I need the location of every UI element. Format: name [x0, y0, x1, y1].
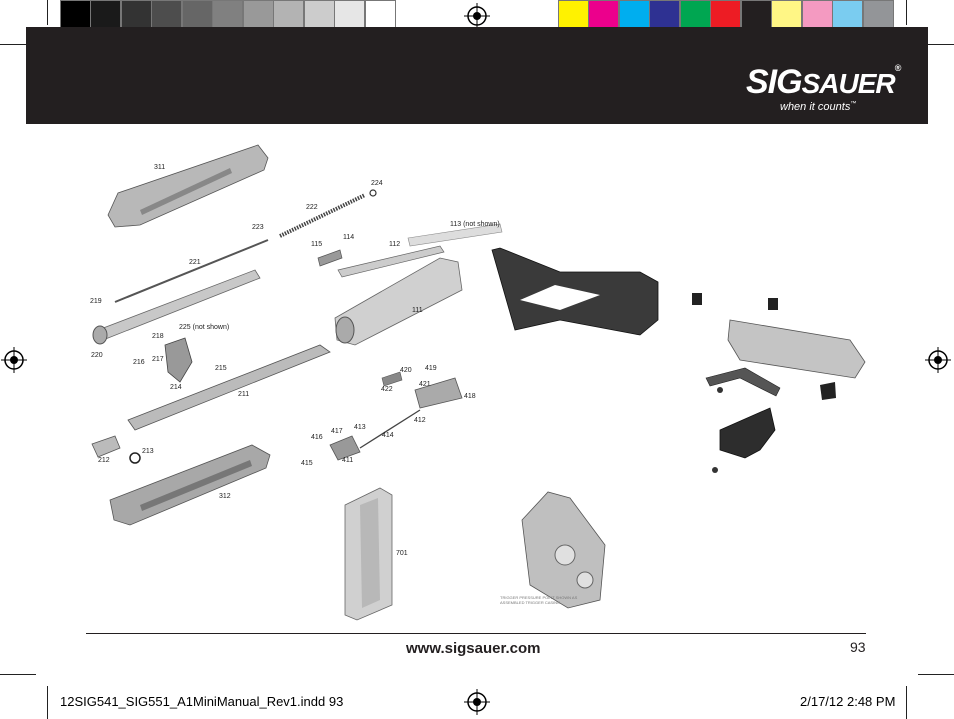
rail-part [317, 249, 343, 267]
part-label-215: 215 [215, 365, 227, 372]
part-label-417: 417 [331, 428, 343, 435]
trigger-guard-part [705, 367, 781, 397]
part-label-420: 420 [400, 367, 412, 374]
footer-url[interactable]: www.sigsauer.com [406, 640, 541, 657]
sig-sauer-logo: SIGSAUER® [746, 63, 902, 102]
pistol-grip-part [719, 407, 776, 459]
part-label-311: 311 [154, 164, 166, 171]
crop-mark [906, 0, 907, 25]
color-swatch [588, 0, 619, 31]
registration-mark-icon [464, 689, 490, 715]
part-label-219: 219 [90, 298, 102, 305]
rail-part [337, 245, 445, 278]
gray-swatch [212, 0, 243, 31]
upper-handguard-part [107, 144, 269, 228]
gas-block-part [164, 337, 193, 383]
ring-part [129, 452, 141, 464]
part-label-113: 113 (not shown) [450, 221, 500, 228]
gray-swatch [151, 0, 182, 31]
part-label-211: 211 [238, 391, 250, 398]
part-label-411: 411 [342, 457, 354, 464]
footer-rule [86, 633, 866, 634]
logo-registered: ® [894, 63, 902, 73]
barrel-part [127, 344, 331, 431]
part-label-218: 218 [152, 333, 164, 340]
gray-swatch [365, 0, 396, 31]
gray-swatch [273, 0, 304, 31]
color-swatch [649, 0, 680, 31]
part-label-701: 701 [396, 550, 408, 557]
crop-mark [918, 44, 954, 45]
tagline-text: when it counts [780, 101, 851, 113]
rail-part [407, 223, 503, 247]
gray-swatch [243, 0, 274, 31]
slug-datetime: 2/17/12 2:48 PM [800, 694, 896, 709]
part-label-114: 114 [343, 234, 355, 241]
part-label-418: 418 [464, 393, 476, 400]
part-label-225: 225 (not shown) [179, 324, 230, 331]
part-label-224: 224 [371, 180, 383, 187]
crop-mark [0, 674, 36, 675]
part-label-412: 412 [414, 417, 426, 424]
crop-mark [0, 44, 36, 45]
gray-swatch [60, 0, 91, 31]
registration-mark-icon [1, 347, 27, 373]
part-label-416: 416 [311, 434, 323, 441]
crop-mark [918, 674, 954, 675]
part-label-222: 222 [306, 204, 318, 211]
page-header-band [26, 27, 928, 124]
registration-mark-icon [464, 3, 490, 29]
upper-receiver-part [334, 257, 463, 346]
part-label-212: 212 [98, 457, 110, 464]
gray-swatch [304, 0, 335, 31]
part-label-214: 214 [170, 384, 182, 391]
lower-receiver-part [727, 319, 866, 379]
color-swatch [558, 0, 589, 31]
color-swatch [802, 0, 833, 31]
washer-part [369, 189, 377, 197]
page-number: 93 [850, 639, 866, 655]
part-label-415: 415 [301, 460, 313, 467]
registration-mark-icon [925, 347, 951, 373]
part-label-216: 216 [133, 359, 145, 366]
inset-note: TRIGGER PRESSURE POINT SHOWN AS ASSEMBLE… [500, 595, 578, 605]
part-label-422: 422 [381, 386, 393, 393]
slug-filename: 12SIG541_SIG551_A1MiniManual_Rev1.indd 9… [60, 694, 344, 709]
part-label-414: 414 [382, 432, 394, 439]
part-label-115: 115 [311, 241, 323, 248]
logo-tagline: when it counts™ [780, 101, 856, 113]
piston-rod-part [114, 239, 269, 303]
flash-hider-part [91, 435, 121, 458]
tagline-tm: ™ [850, 101, 857, 107]
part-label-221: 221 [189, 259, 201, 266]
crop-mark [906, 686, 907, 719]
crop-mark [47, 0, 48, 25]
part-label-413: 413 [354, 424, 366, 431]
recoil-spring-part [279, 193, 366, 238]
part-label-220: 220 [91, 352, 103, 359]
part-label-312: 312 [219, 493, 231, 500]
gray-swatch [90, 0, 121, 31]
part-label-213: 213 [142, 448, 154, 455]
part-label-112: 112 [389, 241, 401, 248]
logo-sauer: SAUER [801, 68, 896, 99]
part-label-419: 419 [425, 365, 437, 372]
part-label-421: 421 [419, 381, 431, 388]
color-swatch [710, 0, 741, 31]
bolt-carrier-part [414, 377, 463, 409]
part-label-111: 111 [412, 307, 423, 314]
logo-sig: SIG [746, 63, 803, 101]
bolt-part [329, 435, 361, 461]
crop-mark [47, 686, 48, 719]
part-label-217: 217 [152, 356, 164, 363]
part-label-223: 223 [252, 224, 264, 231]
